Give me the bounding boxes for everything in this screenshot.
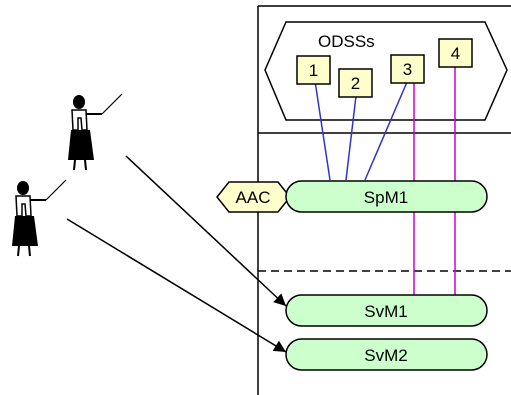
box-2-label: 2 bbox=[351, 74, 360, 93]
box-1-shape bbox=[296, 55, 331, 85]
pill-spm1-label: SpM1 bbox=[364, 188, 408, 207]
box-3: 3 bbox=[390, 54, 425, 84]
box-4-label: 4 bbox=[451, 44, 460, 63]
box-4-shape bbox=[438, 38, 473, 68]
connector-box3-spm1 bbox=[364, 81, 408, 181]
pill-spm1: SpM1 bbox=[285, 180, 488, 213]
box-1: 1 bbox=[296, 55, 331, 85]
pill-svm2: SvM2 bbox=[285, 338, 488, 371]
pill-svm2-shape bbox=[285, 338, 488, 371]
person-figure-2-icon bbox=[12, 179, 67, 257]
pill-svm1: SvM1 bbox=[285, 294, 488, 327]
pill-spm1-shape bbox=[285, 180, 488, 213]
pill-svm1-label: SvM1 bbox=[364, 302, 407, 321]
box-3-shape bbox=[390, 54, 425, 84]
pill-svm2-label: SvM2 bbox=[364, 346, 407, 365]
connector-box2-spm1 bbox=[345, 95, 357, 181]
box-1-label: 1 bbox=[309, 61, 318, 80]
odsss-label: ODSSs bbox=[318, 32, 375, 51]
box-3-label: 3 bbox=[403, 60, 412, 79]
box-4: 4 bbox=[438, 38, 473, 68]
box-2-shape bbox=[338, 68, 373, 98]
box-2: 2 bbox=[338, 68, 373, 98]
pill-svm1-shape bbox=[285, 294, 488, 327]
person-figure-1-icon bbox=[68, 93, 123, 171]
arrow-to-svm2 bbox=[66, 218, 287, 353]
arrow-to-svm1 bbox=[125, 155, 287, 307]
aac-tag: AAC bbox=[216, 181, 291, 213]
aac-label: AAC bbox=[236, 188, 271, 207]
connector-box1-spm1 bbox=[314, 80, 331, 181]
